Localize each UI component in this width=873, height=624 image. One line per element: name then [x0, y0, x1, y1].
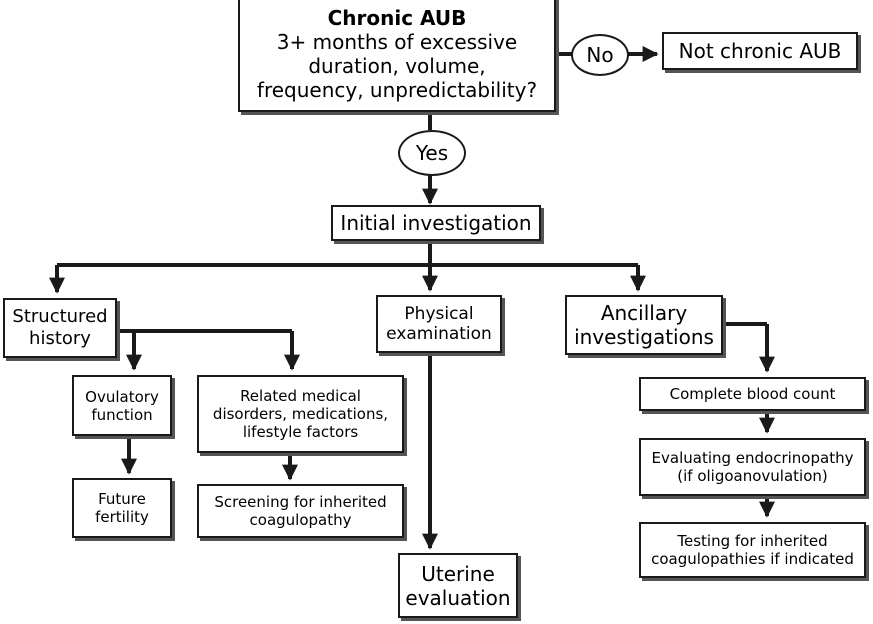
future-fertility-line: Future	[98, 490, 146, 508]
ovulatory-function-box: Ovulatory function	[72, 375, 172, 436]
uterine-evaluation-line: evaluation	[405, 585, 511, 610]
physical-examination-line: examination	[386, 324, 492, 344]
question-line: 3+ months of excessive	[276, 30, 518, 54]
testing-coagulopathies-box: Testing for inherited coagulopathies if …	[639, 522, 866, 578]
uterine-evaluation-box: Uterine evaluation	[398, 553, 518, 618]
related-disorders-line: lifestyle factors	[242, 423, 359, 441]
question-line: frequency, unpredictability?	[256, 78, 538, 102]
screening-coagulopathy-box: Screening for inherited coagulopathy	[197, 484, 404, 538]
screening-coagulopathy-line: coagulopathy	[249, 511, 352, 529]
question-line: duration, volume,	[308, 54, 486, 78]
complete-blood-count-label: Complete blood count	[669, 385, 836, 403]
ovulatory-function-line: function	[91, 405, 153, 424]
physical-examination-line: Physical	[404, 303, 474, 324]
related-disorders-line: disorders, medications,	[212, 405, 389, 423]
screening-coagulopathy-line: Screening for inherited	[214, 493, 387, 511]
ancillary-investigations-line: investigations	[574, 325, 714, 349]
testing-coagulopathies-line: coagulopathies if indicated	[651, 550, 854, 568]
structured-history-line: Structured	[12, 306, 108, 328]
initial-investigation-label: Initial investigation	[340, 211, 532, 235]
yes-label: Yes	[415, 141, 449, 165]
testing-coagulopathies-line: Testing for inherited	[677, 532, 828, 550]
no-decision-oval: No	[571, 34, 629, 76]
ovulatory-function-line: Ovulatory	[85, 387, 159, 406]
chronic-aub-question-box: Chronic AUB 3+ months of excessive durat…	[238, 0, 556, 112]
initial-investigation-box: Initial investigation	[331, 205, 541, 241]
uterine-evaluation-line: Uterine	[421, 561, 495, 586]
not-chronic-aub-box: Not chronic AUB	[662, 32, 858, 70]
complete-blood-count-box: Complete blood count	[639, 377, 866, 411]
no-label: No	[586, 43, 614, 67]
ancillary-investigations-line: Ancillary	[600, 301, 688, 325]
structured-history-line: history	[29, 328, 91, 349]
ancillary-investigations-box: Ancillary investigations	[565, 295, 723, 355]
endocrinopathy-box: Evaluating endocrinopathy (if oligoanovu…	[639, 438, 866, 496]
yes-decision-oval: Yes	[398, 130, 466, 176]
endocrinopathy-line: Evaluating endocrinopathy	[651, 449, 854, 467]
not-chronic-label: Not chronic AUB	[678, 39, 842, 63]
future-fertility-box: Future fertility	[72, 478, 172, 538]
chronic-aub-title: Chronic AUB	[327, 6, 467, 30]
structured-history-box: Structured history	[3, 298, 117, 358]
future-fertility-line: fertility	[95, 508, 149, 526]
related-disorders-line: Related medical	[240, 387, 361, 405]
related-disorders-box: Related medical disorders, medications, …	[197, 375, 404, 453]
physical-examination-box: Physical examination	[376, 295, 502, 353]
endocrinopathy-line: (if oligoanovulation)	[677, 467, 828, 485]
